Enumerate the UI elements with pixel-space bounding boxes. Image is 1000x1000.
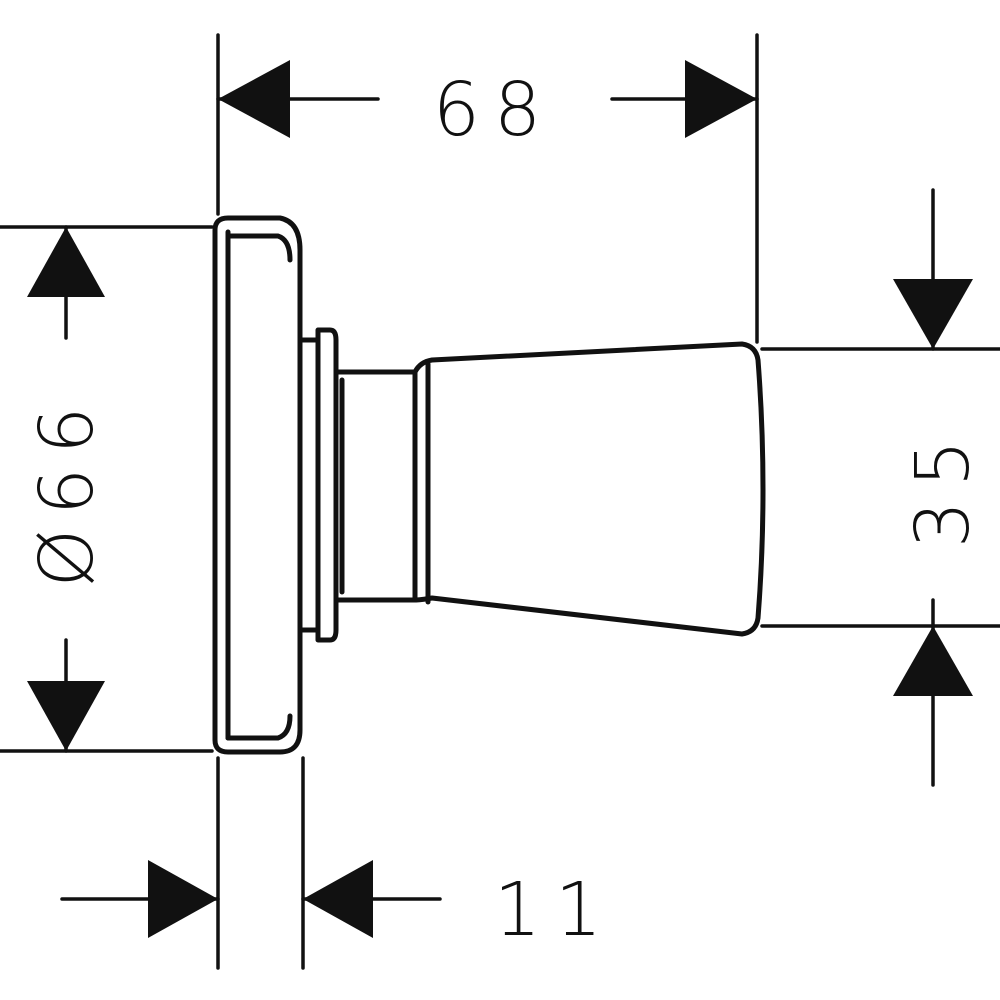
collar-ring: [297, 327, 339, 643]
rosette-plate: [212, 215, 303, 755]
dim-label-35: 35: [900, 426, 986, 548]
arrow-68-right: [685, 60, 757, 138]
handle-body: [412, 341, 766, 637]
extension-lines: [0, 33, 1000, 970]
dim-label-68: 68: [433, 67, 555, 153]
arrow-11-right: [303, 860, 373, 938]
part-outline: [212, 215, 766, 755]
rosette-inner-face-bottom: [225, 713, 293, 741]
arrow-35-bottom: [893, 626, 973, 696]
arrow-68-left: [218, 60, 290, 138]
rosette-inner-face: [225, 233, 293, 263]
dim-label-66: Ø66: [24, 393, 110, 587]
arrowheads: [27, 60, 973, 938]
arrow-35-top: [893, 279, 973, 349]
stem: [333, 369, 418, 603]
dim-label-11: 11: [494, 867, 616, 953]
arrow-11-left: [148, 860, 218, 938]
dimension-lines: [60, 97, 935, 901]
arrow-66-bottom: [27, 681, 105, 751]
arrow-66-top: [27, 227, 105, 297]
